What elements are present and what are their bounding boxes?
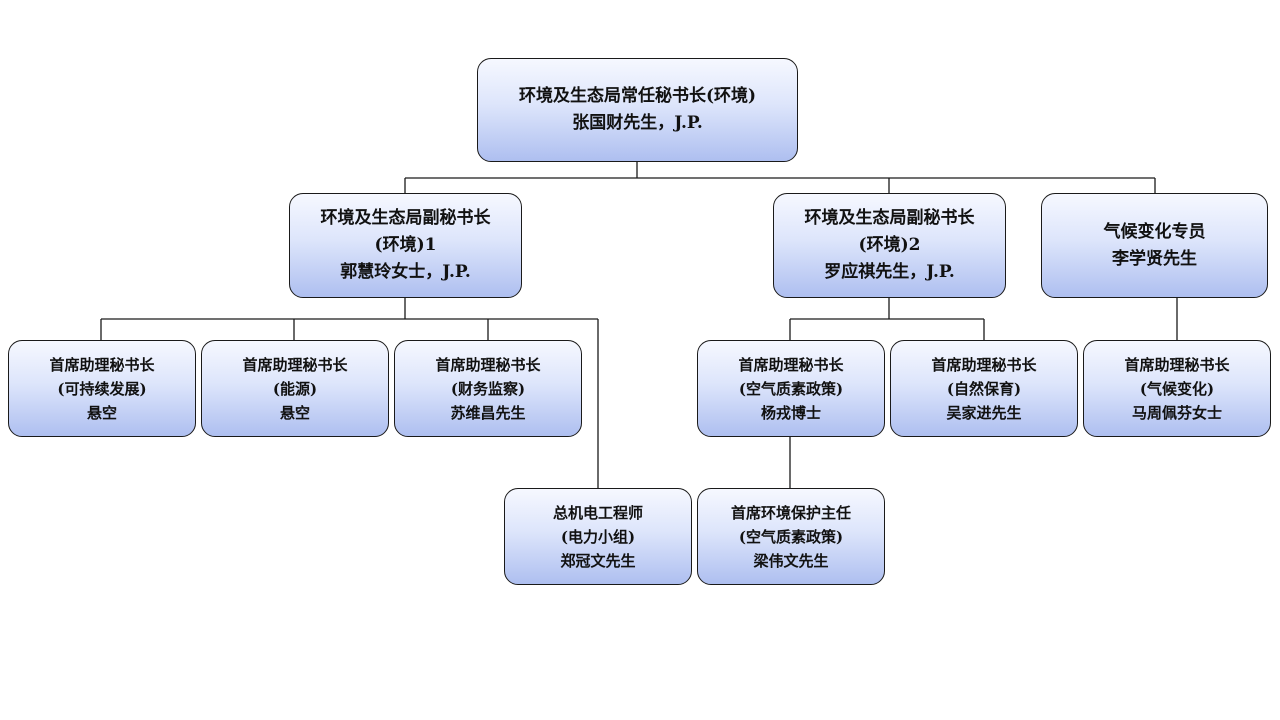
node-subtitle: (气候变化) [1139,379,1215,398]
node-subtitle: (可持续发展) [57,379,147,398]
chief-electrical-engineer-box: 总机电工程师 (电力小组) 郑冠文先生 [504,488,692,585]
node-title: 首席环境保护主任 [730,503,851,522]
node-title: 首席助理秘书长 [738,355,844,374]
node-title: 首席助理秘书长 [242,355,348,374]
pas-sustainable-development-box: 首席助理秘书长 (可持续发展) 悬空 [8,340,196,437]
node-title: 首席助理秘书长 [435,355,541,374]
deputy-secretary-2-box: 环境及生态局副秘书长 (环境)2 罗应祺先生，J.P. [773,193,1006,298]
node-person: 张国财先生，J.P. [572,113,703,133]
node-title: 首席助理秘书长 [1124,355,1230,374]
pas-energy-box: 首席助理秘书长 (能源) 悬空 [201,340,389,437]
pas-financial-monitoring-box: 首席助理秘书长 (财务监察) 苏维昌先生 [394,340,582,437]
node-subtitle: (能源) [272,379,318,398]
node-subtitle: (环境)2 [858,235,921,255]
node-person: 悬空 [86,403,117,422]
pas-climate-change-box: 首席助理秘书长 (气候变化) 马周佩芬女士 [1083,340,1271,437]
node-person: 李学贤先生 [1112,248,1197,269]
node-title: 总机电工程师 [552,503,643,522]
node-person: 吴家进先生 [946,403,1022,422]
node-person: 马周佩芬女士 [1131,403,1222,422]
deputy-secretary-1-box: 环境及生态局副秘书长 (环境)1 郭慧玲女士，J.P. [289,193,522,298]
node-person: 郑冠文先生 [560,551,636,570]
node-title: 气候变化专员 [1103,221,1206,242]
node-title: 首席助理秘书长 [49,355,155,374]
node-person: 梁伟文先生 [753,551,829,570]
node-person: 杨戎博士 [760,403,821,422]
node-title: 首席助理秘书长 [931,355,1037,374]
permanent-secretary-box: 环境及生态局常任秘书长(环境) 张国财先生，J.P. [477,58,798,162]
pas-air-quality-box: 首席助理秘书长 (空气质素政策) 杨戎博士 [697,340,885,437]
principal-environmental-protection-officer-box: 首席环境保护主任 (空气质素政策) 梁伟文先生 [697,488,885,585]
node-person: 苏维昌先生 [450,403,526,422]
node-title: 环境及生态局常任秘书长(环境) [518,86,757,106]
node-subtitle: (空气质素政策) [738,527,844,546]
node-person: 悬空 [279,403,310,422]
node-person: 郭慧玲女士，J.P. [340,262,471,282]
node-title: 环境及生态局副秘书长 [320,208,491,228]
node-subtitle: (环境)1 [374,235,437,255]
node-subtitle: (自然保育) [946,379,1022,398]
node-person: 罗应祺先生，J.P. [824,262,955,282]
climate-change-commissioner-box: 气候变化专员 李学贤先生 [1041,193,1268,298]
pas-nature-conservation-box: 首席助理秘书长 (自然保育) 吴家进先生 [890,340,1078,437]
node-title: 环境及生态局副秘书长 [804,208,975,228]
node-subtitle: (空气质素政策) [738,379,844,398]
node-subtitle: (电力小组) [560,527,636,546]
node-subtitle: (财务监察) [450,379,526,398]
